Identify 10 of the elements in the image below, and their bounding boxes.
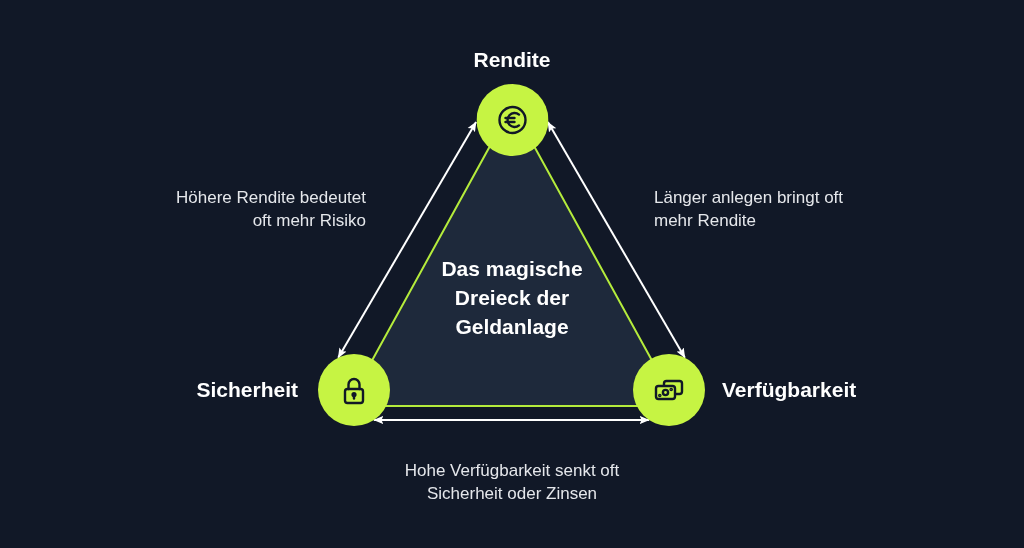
double-arrow (372, 415, 651, 425)
edge-label: Höhere Rendite bedeutet oft mehr Risiko (175, 187, 366, 232)
edge-label: Hohe Verfügbarkeit senkt oft Sicherheit oder Zinsen (403, 460, 621, 505)
node-label: Verfügbarkeit (722, 377, 857, 403)
edge-label: Länger anlegen bringt oft mehr Rendite (654, 187, 845, 232)
double-arrow (337, 121, 478, 359)
triangle-title: Das magische Dreieck der Geldanlage (440, 256, 584, 340)
node-label: Sicherheit (196, 377, 298, 403)
node-label: Rendite (473, 47, 551, 73)
double-arrow (546, 121, 686, 359)
